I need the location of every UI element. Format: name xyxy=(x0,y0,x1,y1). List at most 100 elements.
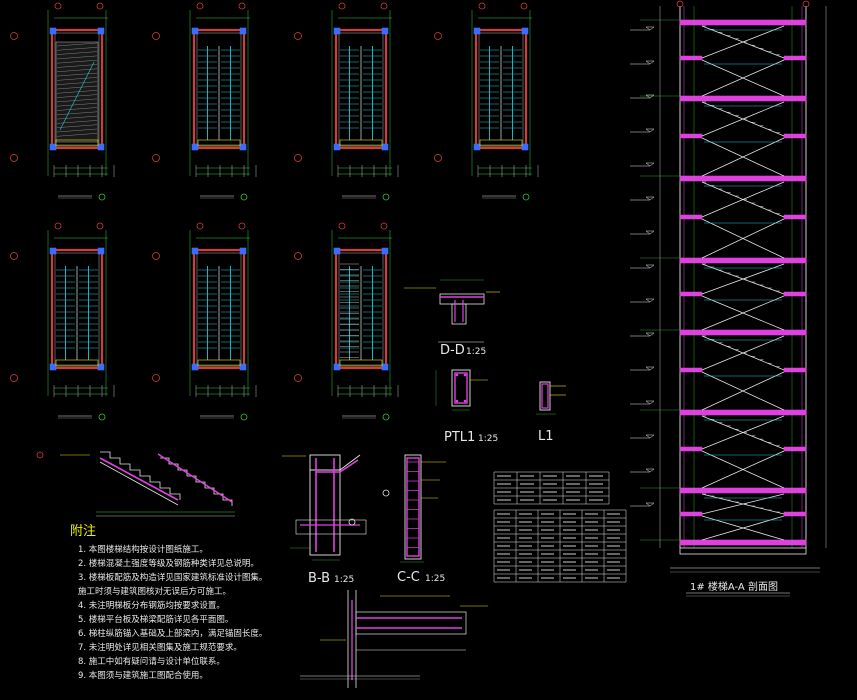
landing-hatch xyxy=(197,359,241,367)
note-line: 3. 楼梯板配筋及构造详见国家建筑标准设计图集。 xyxy=(78,572,267,583)
landing xyxy=(679,133,703,139)
drafting-line xyxy=(645,26,655,31)
drafting-line xyxy=(334,28,388,150)
landing xyxy=(783,511,807,517)
drafting-line xyxy=(59,61,95,131)
scale-cc: 1:25 xyxy=(425,574,445,584)
stair-plan-views xyxy=(10,2,539,421)
floor-slab xyxy=(679,409,807,416)
drafting-line xyxy=(54,32,100,146)
scale-bubble xyxy=(382,413,390,421)
section-dd xyxy=(404,279,500,343)
landing xyxy=(783,367,807,373)
axis-bubble xyxy=(434,32,442,40)
drafting-line xyxy=(192,28,246,150)
rebar-dot xyxy=(455,373,459,377)
drafting-line xyxy=(295,519,367,535)
column-mark xyxy=(97,27,105,35)
landing xyxy=(679,446,703,452)
axis-bubble xyxy=(294,252,302,260)
axis-bubble xyxy=(380,222,388,230)
drafting-line xyxy=(56,133,98,137)
floor-slab xyxy=(679,95,807,102)
drafting-line xyxy=(474,28,528,150)
column-mark xyxy=(381,247,389,255)
drafting-line xyxy=(451,303,467,325)
column-mark xyxy=(239,143,247,151)
axis-bubble xyxy=(10,32,18,40)
drafting-line xyxy=(157,453,233,503)
column-mark xyxy=(333,247,341,255)
drafting-line xyxy=(645,94,655,99)
stair-profile-detail xyxy=(36,451,235,517)
scale-dd: 1:25 xyxy=(466,347,486,357)
drafting-line xyxy=(645,502,655,507)
floor-slab xyxy=(679,329,807,336)
column-mark xyxy=(473,143,481,151)
note-line: 施工时须与建筑图核对无误后方可施工。 xyxy=(78,586,231,597)
drafting-line xyxy=(50,28,104,150)
drafting-line xyxy=(316,459,359,473)
drafting-line xyxy=(56,128,98,133)
detail-bubble xyxy=(382,489,390,497)
drafting-line xyxy=(541,383,549,409)
detail-bubble xyxy=(348,518,356,526)
column-mark xyxy=(49,247,57,255)
drafting-line xyxy=(56,90,98,94)
column-mark xyxy=(191,247,199,255)
axis-bubble xyxy=(478,2,486,10)
stair-plan xyxy=(10,222,115,421)
drafting-line xyxy=(338,252,384,366)
drafting-line xyxy=(338,32,384,146)
note-line: 5. 楼梯平台板及梯梁配筋详见各平面图。 xyxy=(78,614,233,625)
drafting-line xyxy=(56,124,98,128)
drafting-line xyxy=(355,611,467,635)
axis-bubble xyxy=(294,374,302,382)
landing-hatch xyxy=(55,139,99,147)
drafting-line xyxy=(56,64,98,68)
drafting-line xyxy=(451,369,471,407)
drafting-line xyxy=(701,59,785,97)
landing-hatch xyxy=(339,359,383,367)
landing xyxy=(783,55,807,61)
drafting-line xyxy=(99,461,179,506)
drafting-line xyxy=(645,298,655,303)
axis-bubble xyxy=(802,0,810,8)
rebar-dot xyxy=(455,399,459,403)
column-mark xyxy=(333,363,341,371)
column-mark xyxy=(49,143,57,151)
column-mark xyxy=(473,27,481,35)
column-mark xyxy=(191,143,199,151)
landing xyxy=(783,291,807,297)
drafting-line xyxy=(192,248,246,370)
drafting-line xyxy=(645,332,655,337)
title-l1: L1 xyxy=(538,429,554,444)
axis-bubble xyxy=(10,154,18,162)
stair-plan xyxy=(152,2,257,201)
drafting-line xyxy=(56,103,98,107)
drafting-line xyxy=(701,450,785,489)
scale-bubble xyxy=(240,413,248,421)
axis-bubble xyxy=(294,154,302,162)
column-mark xyxy=(239,247,247,255)
drafting-line xyxy=(54,252,100,366)
drafting-line xyxy=(454,372,468,404)
notes-list: 1. 本图楼梯结构按设计图纸施工。 2. 楼梯混凝土强度等级及钢筋种类详见总说明… xyxy=(78,544,267,681)
drafting-line xyxy=(645,264,655,269)
drafting-line xyxy=(56,51,98,55)
column-mark xyxy=(381,363,389,371)
scale-bubble xyxy=(382,193,390,201)
drafting-line xyxy=(56,107,98,111)
column-mark xyxy=(191,27,199,35)
column-mark xyxy=(97,143,105,151)
note-line: 8. 施工中如有疑问请与设计单位联系。 xyxy=(78,656,225,667)
axis-bubble xyxy=(152,32,160,40)
drafting-line xyxy=(701,137,785,177)
axis-bubble xyxy=(238,2,246,10)
drafting-line xyxy=(56,55,98,60)
axis-bubble xyxy=(338,2,346,10)
floor-slab xyxy=(679,487,807,494)
note-line: 9. 本图须与建筑施工图配合使用。 xyxy=(78,670,208,681)
notes-heading: 附注 xyxy=(70,524,96,539)
